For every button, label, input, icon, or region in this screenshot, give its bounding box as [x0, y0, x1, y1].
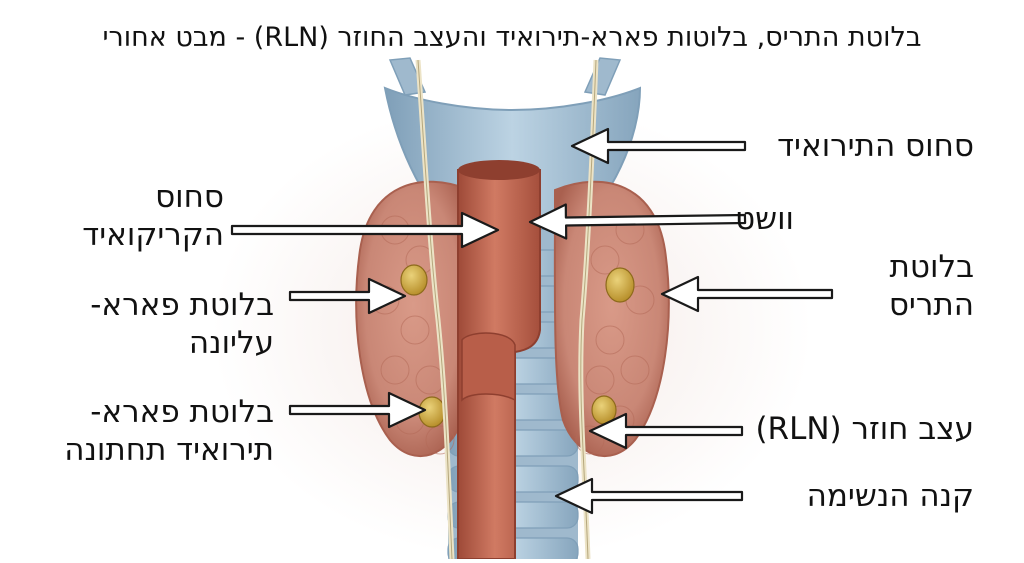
esophagus-cut-lumen — [461, 332, 516, 402]
arrow-inferior-parathyroid — [288, 391, 427, 429]
thyroid-lobule — [595, 325, 625, 355]
label-trachea: קנה הנשימה — [806, 478, 974, 514]
label-rln: עצב חוזר (RLN) — [755, 411, 974, 447]
thyroid-lobule — [620, 355, 650, 385]
label-superior-parathyroid-line1: בלוטת פארא- — [90, 287, 274, 323]
parathyroid-superior-left — [400, 264, 428, 296]
arrow-thyroid-cartilage — [570, 127, 747, 165]
label-thyroid-gland: בלוטת התריס — [889, 248, 974, 324]
label-thyroid-gland-line2: התריס — [888, 287, 974, 323]
label-inferior-parathyroid-line2: תירואיד תחתונה — [64, 432, 274, 468]
label-superior-parathyroid: בלוטת פארא- עליונה — [90, 286, 274, 362]
thyroid-lobule — [425, 425, 455, 455]
arrow-thyroid-gland — [660, 275, 834, 313]
thyroid-lobule — [380, 355, 410, 385]
parathyroid-superior-right — [605, 267, 635, 303]
arrow-cricoid — [230, 211, 500, 249]
nerve-left-outline — [417, 59, 453, 560]
thyroid-lobule — [590, 245, 620, 275]
arrows — [230, 127, 834, 515]
arrow-superior-parathyroid — [288, 277, 407, 315]
label-thyroid-gland-line1: בלוטת — [889, 249, 974, 285]
label-thyroid-cartilage: סחוס התירואיד — [777, 128, 974, 164]
thyroid-lobule — [585, 365, 615, 395]
arrow-rln — [588, 412, 744, 450]
arrow-trachea — [554, 477, 744, 515]
label-cricoid-line1: סחוס — [155, 179, 224, 215]
figure-title: בלוטת התריס, בלוטות פארא-תירואיד והעצב ה… — [102, 22, 922, 53]
label-cricoid-line2: הקריקואיד — [82, 217, 224, 253]
label-superior-parathyroid-line2: עליונה — [188, 325, 274, 361]
thyroid-cartilage-horn-right — [583, 57, 622, 96]
thyroid-lobule — [575, 425, 605, 455]
label-cricoid: סחוס הקריקואיד — [82, 178, 224, 254]
thyroid-cartilage-horn-left — [388, 57, 427, 96]
label-esophagus: וושט — [735, 201, 794, 237]
arrow-esophagus — [528, 203, 747, 240]
thyroid-lobule — [400, 315, 430, 345]
label-inferior-parathyroid: בלוטת פארא- תירואיד תחתונה — [64, 393, 274, 469]
esophagus-opening — [458, 160, 540, 180]
label-inferior-parathyroid-line1: בלוטת פארא- — [90, 394, 274, 430]
